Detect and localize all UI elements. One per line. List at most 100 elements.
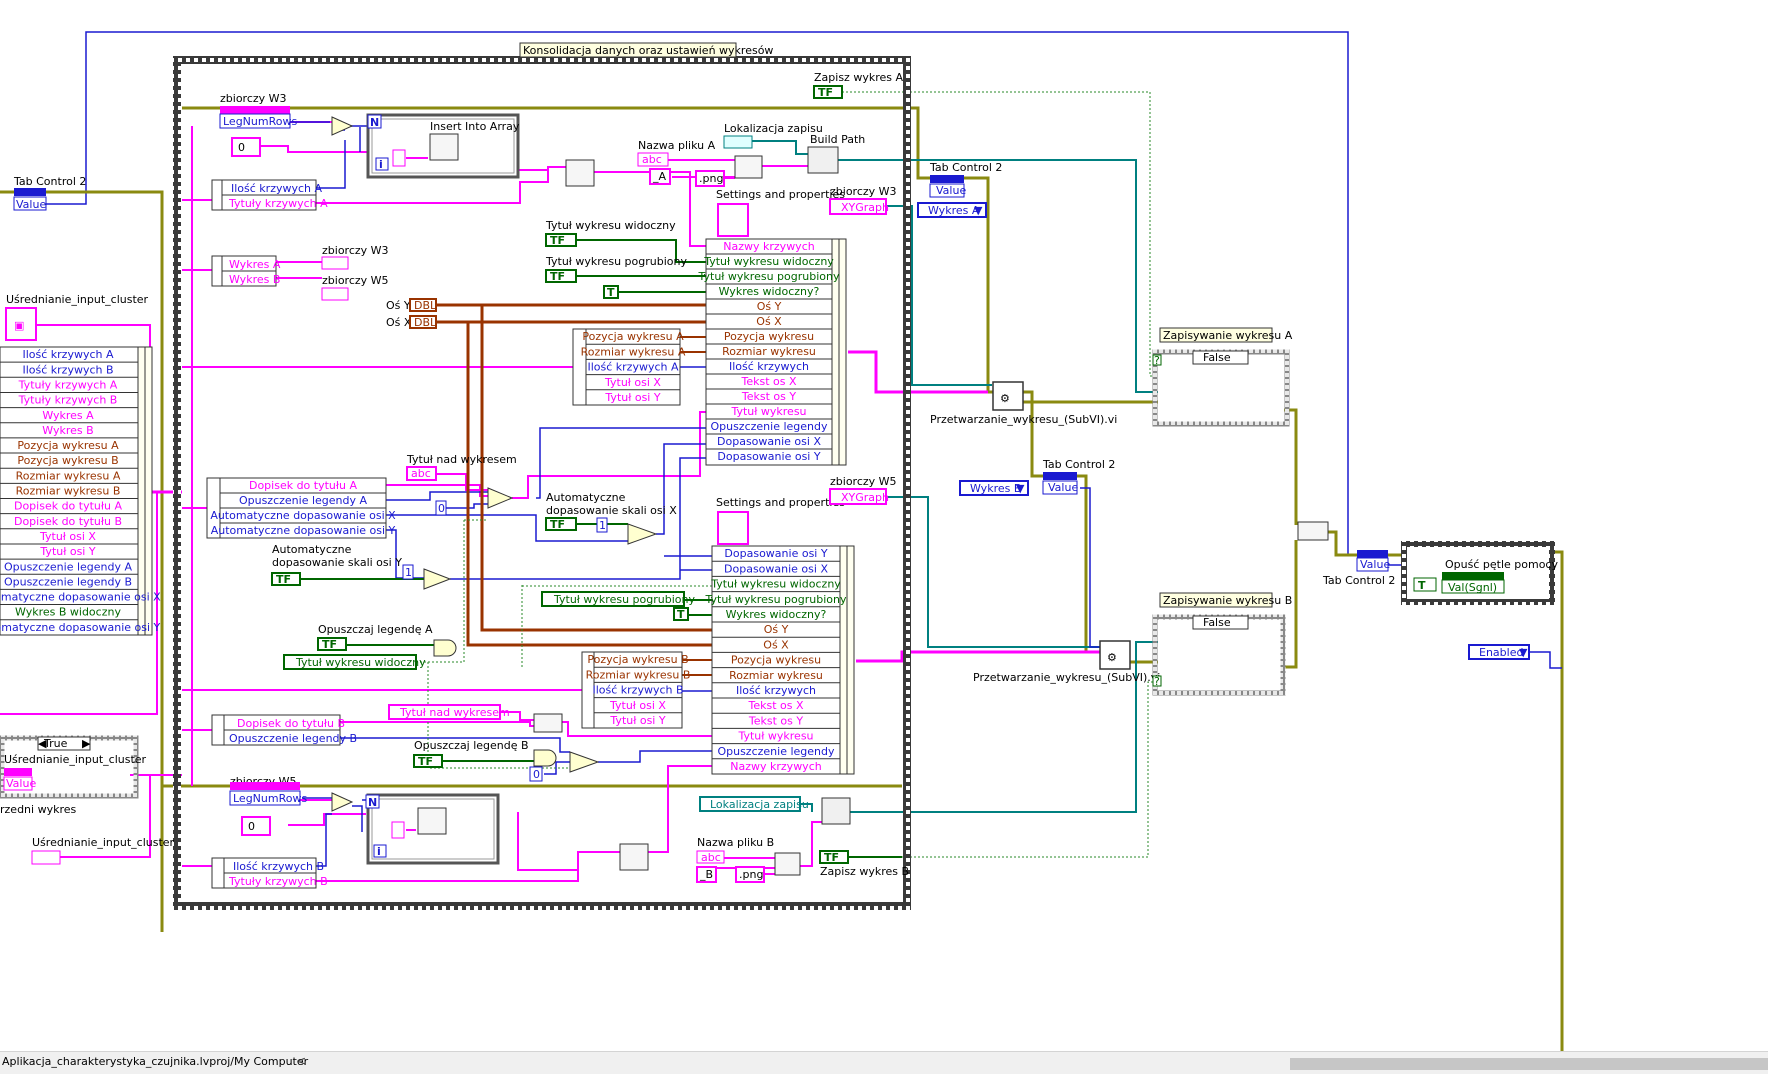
- tytul-pogrubiony-local[interactable]: [541, 591, 685, 607]
- case-a-selector[interactable]: [1192, 350, 1249, 365]
- cluster-ref-3[interactable]: [31, 850, 61, 865]
- zapisz-wykres-a-terminal[interactable]: [813, 85, 843, 99]
- concat-icon-b[interactable]: [533, 713, 563, 733]
- lokalizacja-zapisu-terminal[interactable]: [723, 135, 753, 149]
- true-const-top[interactable]: [603, 285, 619, 299]
- and-icon-b[interactable]: [533, 749, 557, 767]
- const-png[interactable]: [695, 170, 725, 187]
- case-selector-true[interactable]: [37, 736, 91, 751]
- settings-properties-b-icon[interactable]: [717, 511, 749, 545]
- unbundle-mid-b[interactable]: [581, 651, 683, 729]
- cluster-terminal-2[interactable]: [4, 768, 32, 776]
- build-array-icon-b[interactable]: [619, 843, 649, 871]
- enabled-enum[interactable]: [1468, 644, 1530, 660]
- tab-control-left-value[interactable]: [13, 196, 47, 211]
- const-zero-b[interactable]: [529, 766, 543, 782]
- val-sgnl-node[interactable]: [1441, 579, 1505, 594]
- cluster-element-label: Rozmiar wykresu B: [16, 485, 121, 498]
- build-path-b-icon[interactable]: [821, 797, 851, 825]
- build-path-icon[interactable]: [807, 146, 839, 174]
- tytul-pogrubiony-terminal[interactable]: [545, 269, 577, 283]
- cluster-element-label: Ilość krzywych A: [587, 361, 679, 374]
- tytul-nad-wykresem-local-text: Tytuł nad wykresem: [399, 706, 510, 719]
- xygraph-b-ref[interactable]: [829, 488, 887, 505]
- tab-control-right1-value[interactable]: [929, 183, 965, 198]
- decrement-node-b[interactable]: [331, 792, 354, 812]
- scroll-left-arrow[interactable]: <: [296, 1054, 307, 1068]
- cluster-element-label: Rozmiar wykresu A: [16, 469, 121, 482]
- const-one-x[interactable]: [596, 517, 608, 533]
- cluster-element-label: Dopasowanie osi Y: [717, 450, 820, 463]
- settings-properties-icon[interactable]: [717, 203, 749, 237]
- wire: [800, 641, 1158, 813]
- tab-control-far-value[interactable]: [1356, 557, 1389, 572]
- array-const-zero[interactable]: [231, 137, 261, 157]
- decrement-node[interactable]: [331, 116, 354, 136]
- subvi-a-node[interactable]: [992, 381, 1024, 411]
- array-const-zero-b[interactable]: [241, 816, 271, 836]
- horizontal-scrollbar-thumb[interactable]: [1290, 1058, 1768, 1070]
- big-unbundle[interactable]: [0, 346, 139, 636]
- cluster-value-2[interactable]: [3, 776, 33, 791]
- bundle-by-name-b[interactable]: [711, 545, 841, 775]
- zbiorczy-w5-ref[interactable]: [321, 287, 349, 301]
- nazwa-pliku-b-terminal[interactable]: [696, 850, 725, 864]
- const-png-b[interactable]: [735, 866, 765, 883]
- cluster-element-label: Tytuł osi X: [604, 376, 661, 389]
- wire: [680, 336, 712, 676]
- for-loop-a: [366, 113, 520, 179]
- select-node-x[interactable]: [627, 523, 658, 545]
- true-const-label: T: [1418, 579, 1426, 592]
- concat-strings-b-icon[interactable]: [774, 852, 801, 876]
- zbiorczy-w3-ref[interactable]: [321, 256, 349, 270]
- wire: [1080, 487, 1106, 648]
- nazwa-pliku-a-terminal[interactable]: [637, 152, 669, 167]
- const-zero-a[interactable]: [435, 500, 447, 516]
- merge-errors-icon[interactable]: [1297, 521, 1329, 541]
- wykres-b-enum[interactable]: [959, 480, 1029, 496]
- const-one-y[interactable]: [402, 564, 414, 580]
- unbundle-mid-a[interactable]: [572, 328, 681, 406]
- true-const-b[interactable]: [673, 607, 689, 621]
- true-const[interactable]: [1413, 577, 1437, 592]
- tab-control-left-terminal[interactable]: [14, 188, 46, 196]
- legnumrows-node[interactable]: [219, 113, 291, 129]
- lokalizacja-zapisu-local[interactable]: [699, 796, 801, 812]
- xygraph-a-ref[interactable]: [829, 198, 887, 215]
- wykres-a-enum[interactable]: [917, 202, 987, 218]
- opuszczaj-legende-a-terminal[interactable]: [317, 637, 347, 651]
- os-x-terminal[interactable]: [409, 315, 437, 329]
- and-icon[interactable]: [433, 639, 457, 657]
- cluster-element-label: Tytuł wykresu: [737, 730, 813, 743]
- legnumrows-b-node[interactable]: [229, 790, 301, 806]
- compound-arithmetic-icon[interactable]: [487, 487, 514, 509]
- auto-skala-y-terminal[interactable]: [271, 572, 301, 586]
- const-a[interactable]: [649, 168, 671, 185]
- tytul-nad-wykresem-local[interactable]: [388, 704, 501, 720]
- os-y-terminal[interactable]: [409, 298, 437, 312]
- tytul-widoczny-terminal[interactable]: [545, 233, 577, 247]
- select-node-b[interactable]: [569, 751, 600, 773]
- opuszczaj-legende-b-terminal[interactable]: [413, 754, 443, 768]
- build-array-icon[interactable]: [565, 159, 595, 187]
- cluster-element-label: Opuszczenie legendy: [710, 420, 828, 433]
- status-bar: Aplikacja_charakterystyka_czujnika.lvpro…: [0, 1051, 1768, 1074]
- const-b[interactable]: [696, 866, 717, 883]
- case-b-selector[interactable]: [1192, 615, 1249, 630]
- cluster-icon[interactable]: [5, 307, 37, 341]
- tab-control-right2-value[interactable]: [1042, 480, 1078, 495]
- loop-input-node: [392, 149, 406, 167]
- concat-strings-icon[interactable]: [734, 155, 763, 179]
- cluster-element-label: Tytuł osi Y: [39, 545, 95, 558]
- tytul-nad-wykresem-terminal[interactable]: [406, 466, 437, 481]
- select-node-y[interactable]: [423, 568, 452, 590]
- subvi-b-node[interactable]: [1099, 640, 1131, 670]
- gear-icon: ⚙: [1000, 392, 1010, 405]
- chevron-down-icon: ▼: [1016, 482, 1025, 495]
- auto-skala-x-terminal[interactable]: [545, 517, 577, 531]
- tytul-widoczny-local[interactable]: [283, 654, 417, 670]
- q-text: ?: [1154, 354, 1160, 367]
- zbiorczy-w5-ref-label: zbiorczy W5: [322, 274, 389, 287]
- loop-input-node-b: [391, 821, 405, 839]
- zapisz-wykres-b-terminal[interactable]: [819, 850, 849, 864]
